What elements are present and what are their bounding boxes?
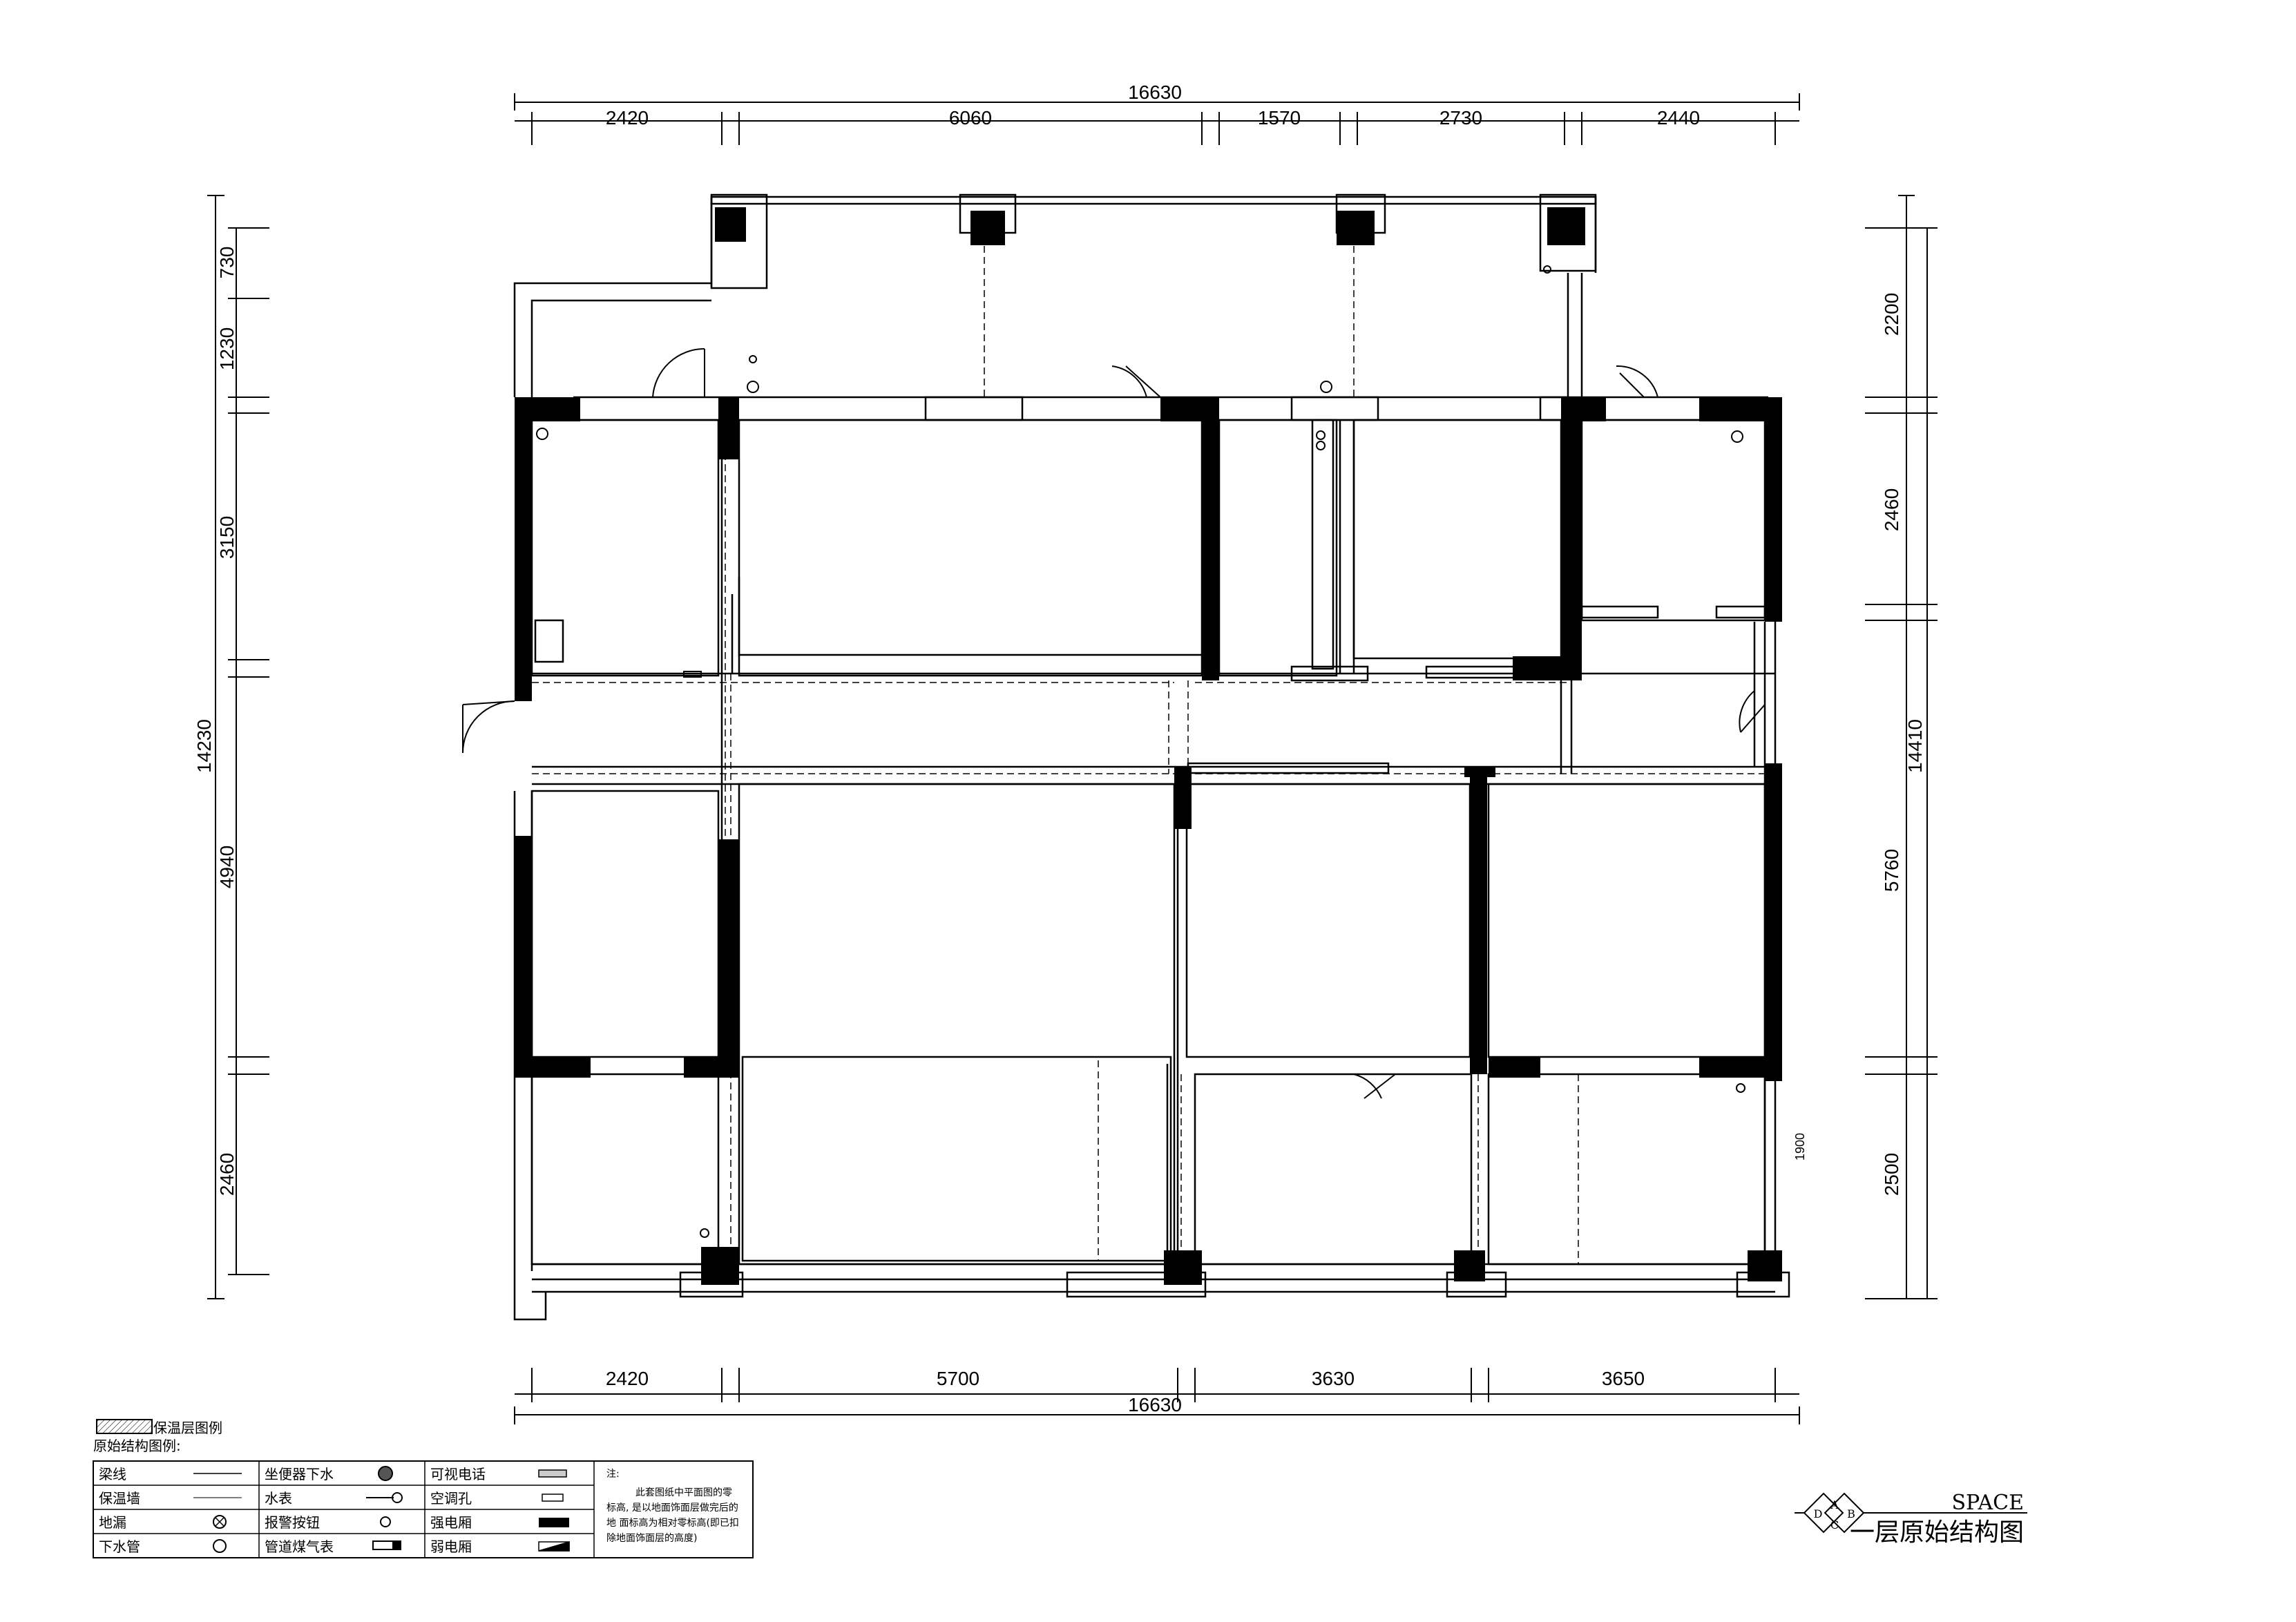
legend-toilet-drain: 坐便器下水 bbox=[265, 1466, 334, 1482]
logo-letter-a: A bbox=[1830, 1498, 1839, 1511]
window-dimension-note: 1900 bbox=[1793, 1133, 1807, 1161]
left-total-dimension: 14230 bbox=[193, 719, 215, 773]
legend-power-box: 强电厢 bbox=[430, 1514, 472, 1531]
beam-lines bbox=[532, 235, 1768, 1264]
weak-current-box-icon bbox=[538, 1540, 570, 1552]
drawing-title: 一层原始结构图 bbox=[1850, 1518, 2024, 1547]
logo-letter-c: C bbox=[1830, 1518, 1839, 1532]
door-swings bbox=[462, 265, 1766, 1238]
toilet-drain-icon bbox=[378, 1466, 393, 1481]
abcd-logo-icon bbox=[1795, 1492, 1865, 1534]
alarm-button-icon bbox=[380, 1516, 391, 1527]
note-title: 注: bbox=[606, 1469, 620, 1480]
insulation-legend-label: 保温层图例 bbox=[153, 1420, 222, 1436]
right-total-dimension: 14410 bbox=[1904, 719, 1926, 773]
note-line-3: 地 面标高为相对零标高(即已扣 bbox=[606, 1517, 739, 1529]
bottom-dimension-3: 3630 bbox=[1312, 1368, 1355, 1389]
insulation-swatch bbox=[96, 1419, 153, 1434]
logo-letter-b: B bbox=[1847, 1507, 1855, 1520]
legend-gas-meter: 管道煤气表 bbox=[265, 1538, 334, 1555]
left-dimension-2: 1230 bbox=[216, 327, 238, 370]
legend-floor-drain: 地漏 bbox=[99, 1514, 126, 1531]
ac-hole-icon bbox=[542, 1494, 564, 1502]
bottom-dimension-group bbox=[514, 1368, 1800, 1424]
right-dimension-3: 5760 bbox=[1881, 849, 1902, 892]
drain-pipe-icon bbox=[213, 1539, 227, 1553]
right-dimension-2: 2460 bbox=[1881, 488, 1902, 531]
video-phone-icon bbox=[538, 1469, 567, 1478]
left-dimension-group bbox=[207, 195, 269, 1299]
note-line-2: 标高, 是以地面饰面层做完后的 bbox=[606, 1502, 738, 1514]
legend-beam-line: 梁线 bbox=[99, 1466, 126, 1482]
right-dimension-1: 2200 bbox=[1881, 293, 1902, 336]
bottom-dimension-2: 5700 bbox=[937, 1368, 979, 1389]
logo-letter-d: D bbox=[1814, 1507, 1823, 1520]
left-dimension-1: 730 bbox=[216, 247, 238, 279]
structural-walls bbox=[515, 207, 1782, 1285]
title-block: A B C D SPACE 一层原始结构图 bbox=[1795, 1491, 2027, 1547]
legend-insulation-wall: 保温墙 bbox=[99, 1490, 140, 1507]
bottom-dimension-4: 3650 bbox=[1602, 1368, 1645, 1389]
top-dimension-4: 2730 bbox=[1439, 107, 1482, 128]
bottom-total-dimension: 16630 bbox=[1128, 1394, 1182, 1415]
top-dimension-group bbox=[514, 93, 1800, 145]
legend-weak-current-box: 弱电厢 bbox=[430, 1538, 472, 1555]
bottom-dimension-1: 2420 bbox=[606, 1368, 649, 1389]
note-line-4: 除地面饰面层的高度) bbox=[606, 1532, 697, 1544]
top-dimension-1: 2420 bbox=[606, 107, 649, 128]
top-dimension-2: 6060 bbox=[949, 107, 992, 128]
legend-water-meter: 水表 bbox=[265, 1490, 292, 1507]
power-box-icon bbox=[539, 1518, 569, 1527]
legend-alarm-button: 报警按钮 bbox=[265, 1514, 320, 1531]
legend-ac-hole: 空调孔 bbox=[430, 1490, 472, 1507]
top-dimension-5: 2440 bbox=[1657, 107, 1700, 128]
left-dimension-5: 2460 bbox=[216, 1153, 238, 1196]
floor-drain-icon bbox=[213, 1515, 227, 1529]
wall-outlines bbox=[513, 193, 1790, 1321]
top-total-dimension: 16630 bbox=[1128, 82, 1182, 103]
legend-block: 保温层图例 原始结构图例: 梁线 坐便器下水 可视电话 保温墙 水表 空调孔 地… bbox=[93, 1419, 754, 1558]
left-dimension-3: 3150 bbox=[216, 516, 238, 559]
legend-video-phone: 可视电话 bbox=[430, 1466, 486, 1482]
right-dimension-group bbox=[1865, 195, 1938, 1299]
top-dimension-3: 1570 bbox=[1258, 107, 1301, 128]
legend-heading: 原始结构图例: bbox=[93, 1438, 181, 1454]
left-dimension-4: 4940 bbox=[216, 846, 238, 888]
note-line-1: 此套图纸中平面图的零 bbox=[635, 1487, 732, 1498]
brand-label: SPACE bbox=[1951, 1491, 2024, 1515]
right-dimension-4: 2500 bbox=[1881, 1153, 1902, 1196]
legend-drain-pipe: 下水管 bbox=[99, 1538, 140, 1555]
